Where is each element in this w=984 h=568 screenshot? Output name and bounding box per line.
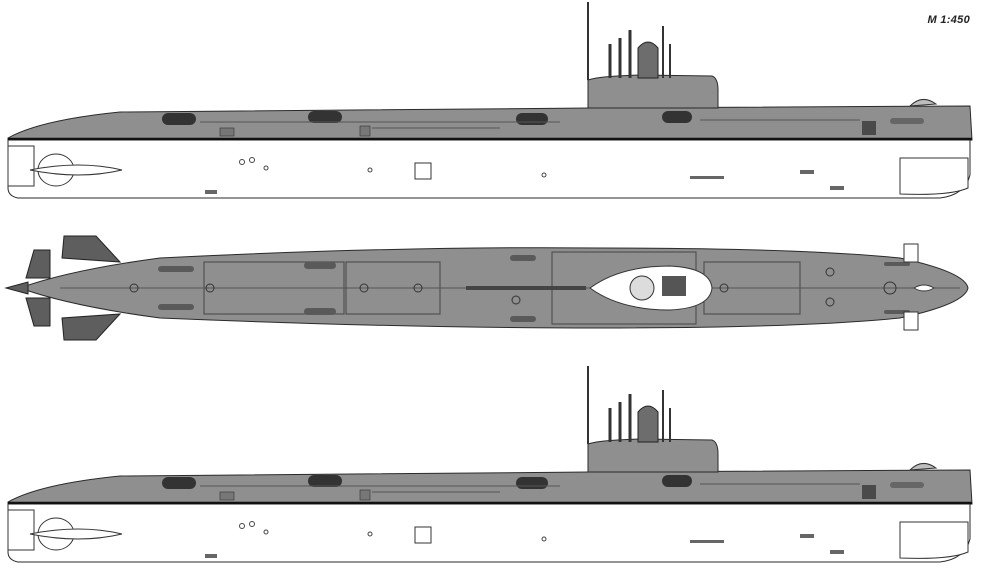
side-profile-upper bbox=[6, 0, 974, 200]
scale-label: M 1:450 bbox=[927, 14, 970, 26]
side-profile-lower bbox=[6, 364, 974, 564]
plan-view bbox=[4, 235, 969, 341]
